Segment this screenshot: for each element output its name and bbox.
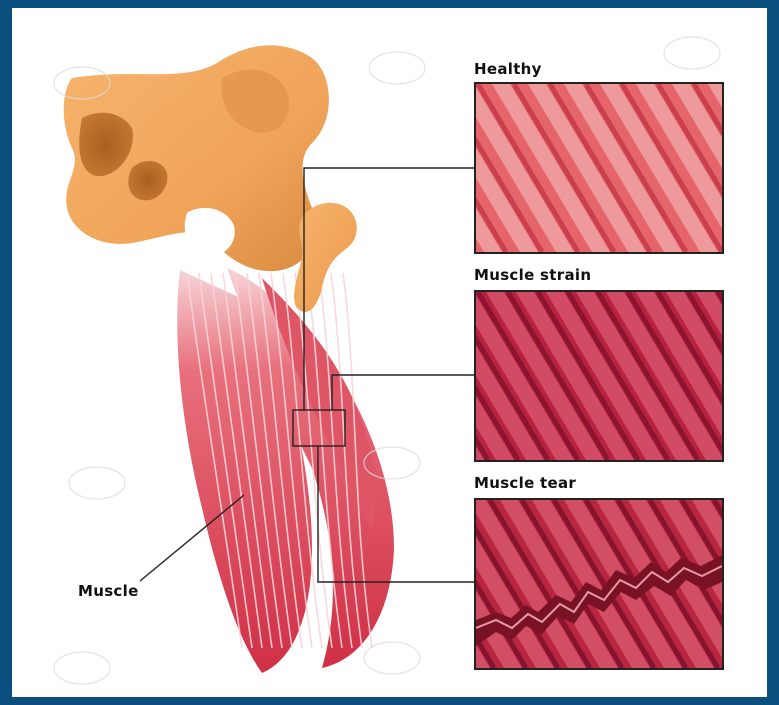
strain-fibers: [476, 292, 722, 460]
label-muscle-tear: Muscle tear: [474, 474, 576, 492]
panel-muscle-strain: [474, 290, 724, 462]
healthy-fibers: [476, 84, 722, 252]
label-muscle: Muscle: [78, 582, 139, 600]
label-muscle-strain: Muscle strain: [474, 266, 591, 284]
panel-healthy: [474, 82, 724, 254]
panel-muscle-tear: [474, 498, 724, 670]
pelvis-bone: [64, 45, 357, 312]
label-healthy: Healthy: [474, 60, 542, 78]
thigh-muscle: [177, 268, 394, 673]
illustration-canvas: Healthy Muscle strain Muscle tear Muscle: [12, 8, 767, 697]
tear-fibers: [476, 500, 722, 668]
